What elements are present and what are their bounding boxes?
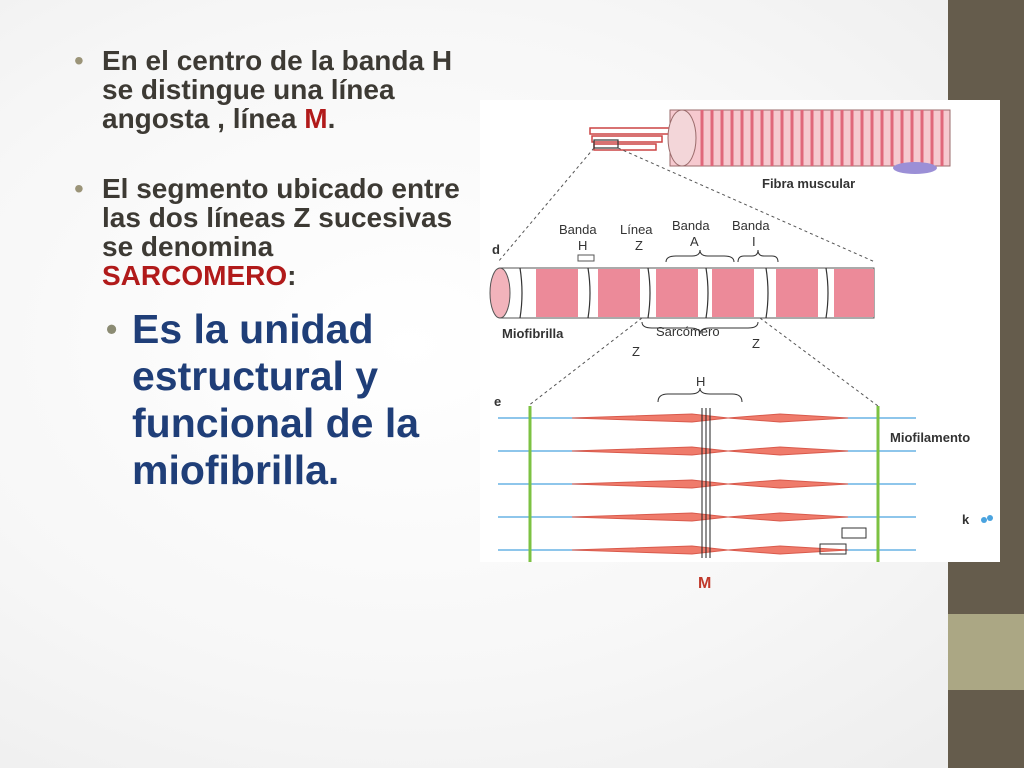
label-banda-a: Banda — [672, 218, 710, 233]
bullet-punct: . — [327, 103, 336, 134]
label-d: d — [492, 242, 500, 257]
label-linea: Línea — [620, 222, 653, 237]
bullet-linea-m: En el centro de la banda H se distingue … — [72, 46, 462, 133]
label-z-top: Z — [635, 238, 643, 253]
myofibril-figure — [489, 267, 875, 319]
bullet-sarcomero: El segmento ubicado entre las dos líneas… — [72, 174, 462, 290]
label-e: e — [494, 394, 501, 409]
label-a: A — [690, 234, 699, 249]
sub-bullet-unidad: Es la unidad estructural y funcional de … — [106, 306, 462, 494]
label-k: k — [962, 512, 970, 527]
label-h-bottom: H — [696, 374, 705, 389]
label-z-left: Z — [632, 344, 640, 359]
accent-text: M — [304, 103, 328, 134]
label-i: I — [752, 234, 756, 249]
label-z-right: Z — [752, 336, 760, 351]
myofilament-figure — [498, 406, 916, 562]
label-m: M — [698, 575, 711, 592]
accent-text: SARCOMERO — [102, 260, 288, 291]
label-fibra-muscular: Fibra muscular — [762, 176, 855, 191]
label-banda-i: Banda — [732, 218, 770, 233]
label-miofilamento: Miofilamento — [890, 430, 970, 445]
bullet-text: En el centro de la banda H se distingue … — [102, 45, 453, 134]
label-sarcomero: Sarcómero — [656, 324, 720, 339]
bullet-text: El segmento ubicado entre las dos líneas… — [102, 173, 460, 262]
muscle-fiber-figure — [589, 109, 951, 174]
sidebar-accent-block — [948, 614, 1024, 690]
bullet-punct: : — [287, 260, 297, 291]
label-h: H — [578, 238, 587, 253]
label-miofibrilla: Miofibrilla — [502, 326, 564, 341]
label-banda-h-1: Banda — [559, 222, 597, 237]
text-column: En el centro de la banda H se distingue … — [72, 46, 462, 494]
muscle-structure-diagram: Fibra muscular d Banda H Línea Z Banda A… — [480, 100, 1000, 592]
